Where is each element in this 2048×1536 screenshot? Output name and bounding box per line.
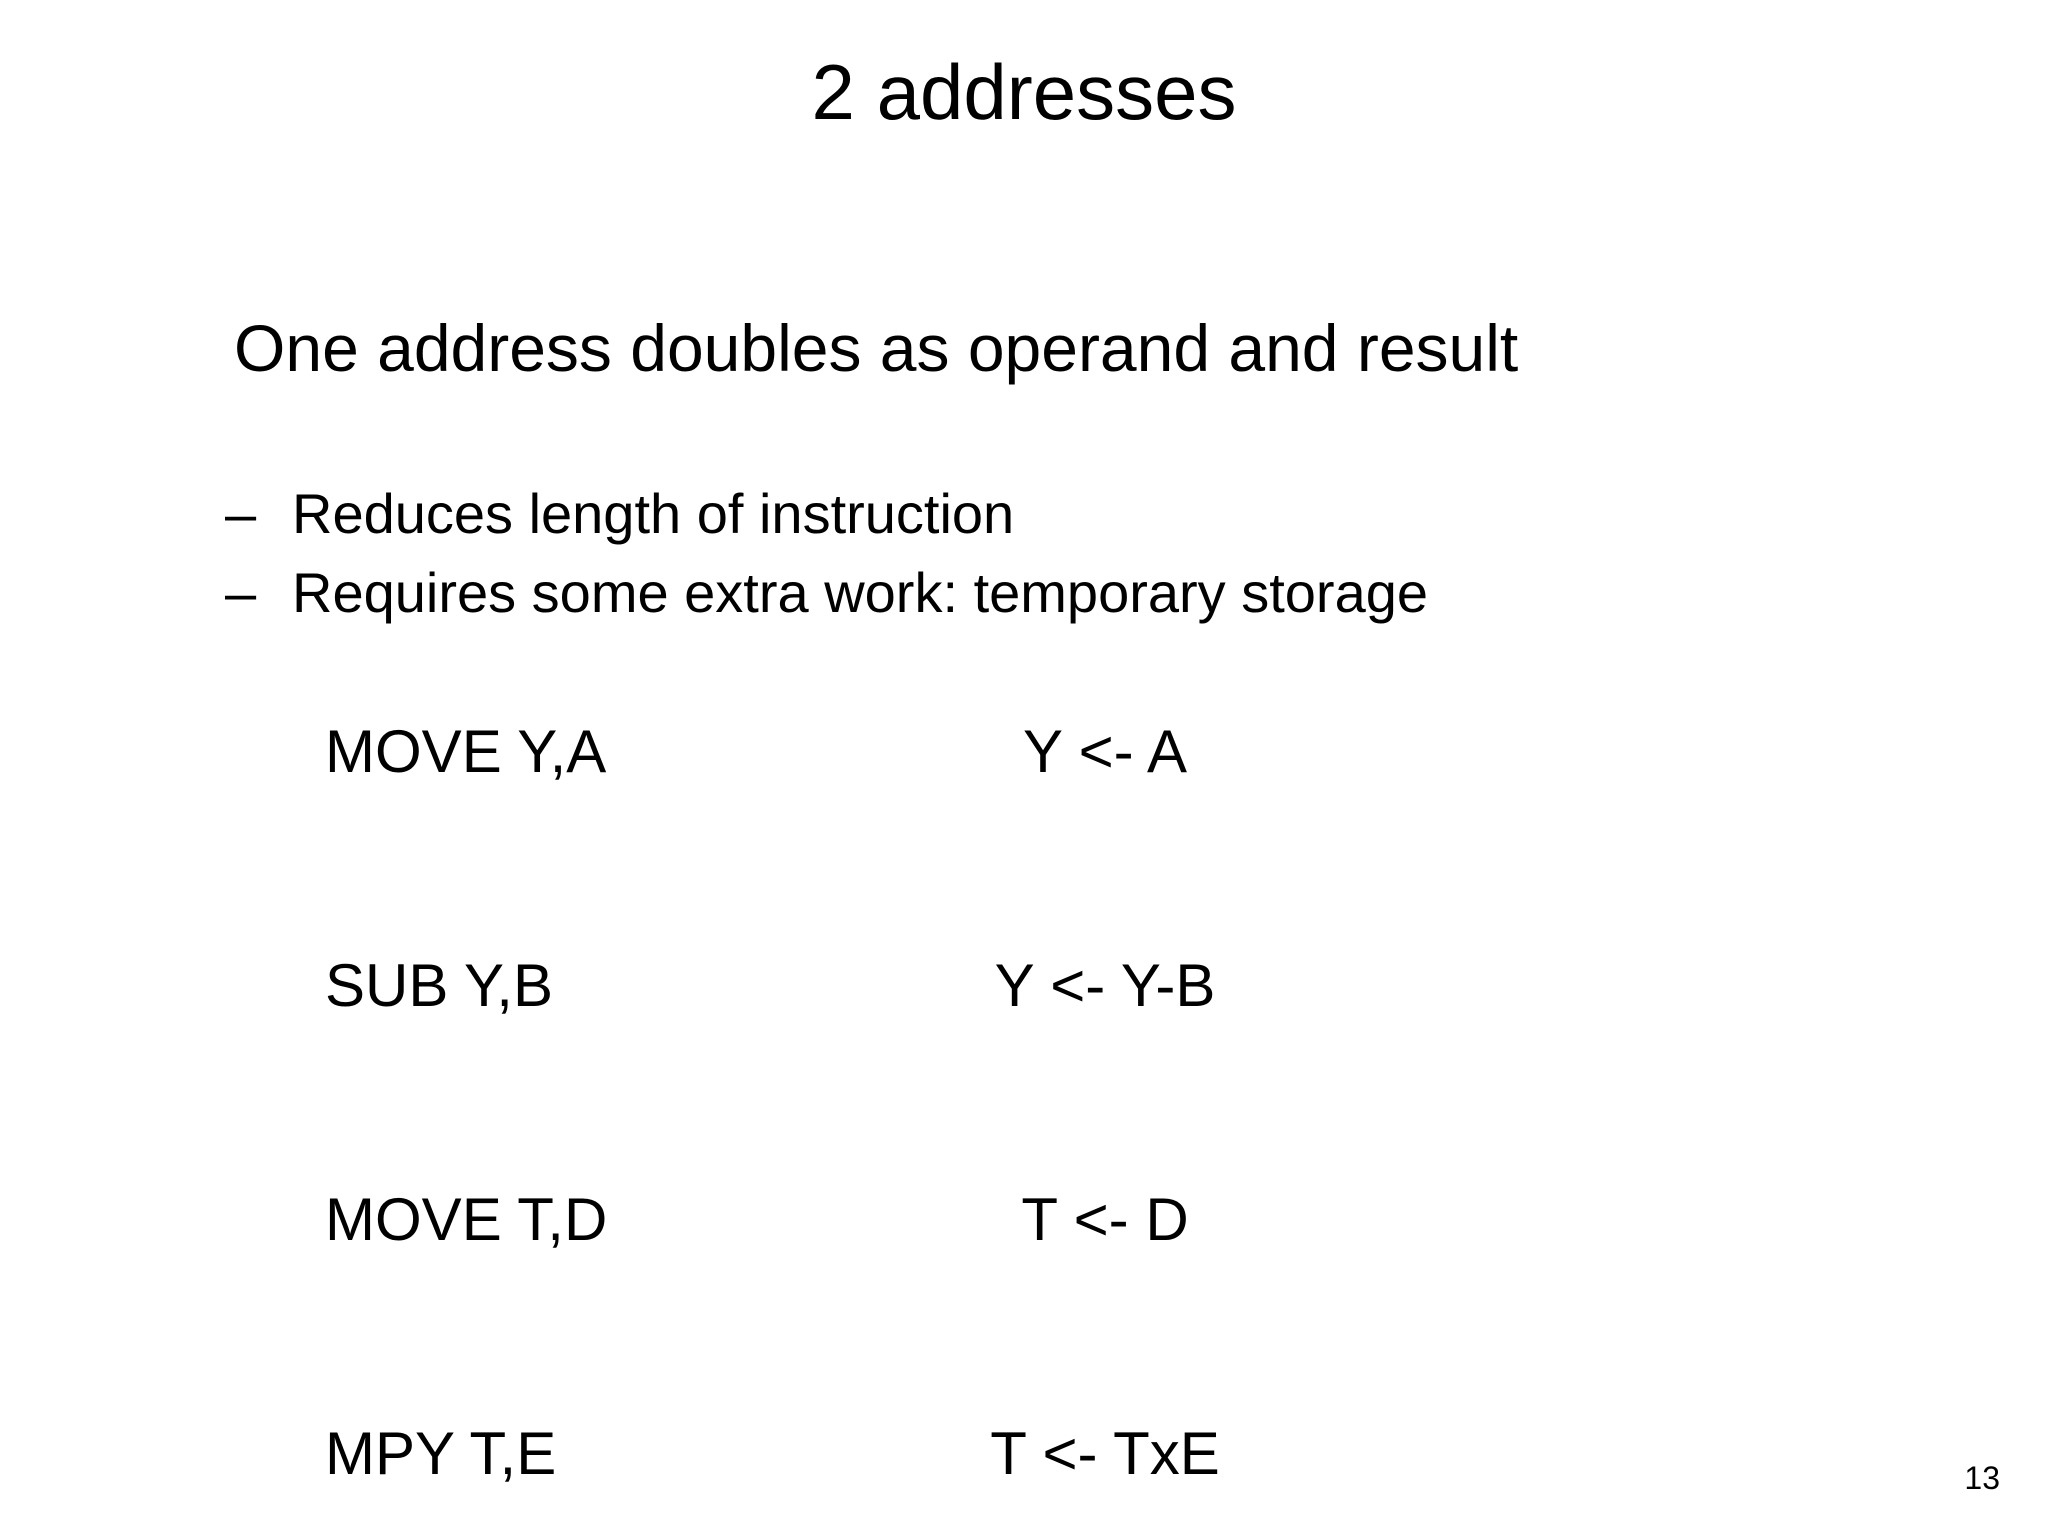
instruction-mnemonic: MOVE Y,A — [325, 718, 607, 786]
page-number: 13 — [1964, 1460, 2000, 1496]
bullet-level2-reduces-length: – Reduces length of instruction — [0, 478, 2048, 551]
dash-bullet-icon: – — [225, 560, 257, 624]
bullet-level2-label: Reduces length of instruction — [292, 481, 1015, 545]
instruction-effect: T <- D — [1021, 1186, 1189, 1254]
instruction-effect: Y <- Y-B — [994, 952, 1216, 1020]
bullet-level1-label: One address doubles as operand and resul… — [234, 310, 1519, 385]
instruction-effect: T <- TxE — [990, 1420, 1220, 1488]
instruction-mnemonic: SUB Y,B — [325, 952, 553, 1020]
page-title: 2 addresses — [811, 48, 1237, 136]
instruction-row: MOVE T,D T <- D — [0, 1103, 2048, 1337]
slide-body: One address doubles as operand and resul… — [0, 238, 2048, 1536]
instruction-row: SUB Y,B Y <- Y-B — [0, 869, 2048, 1103]
instruction-mnemonic: MOVE T,D — [325, 1186, 608, 1254]
instruction-row: MPY T,E T <- TxE — [0, 1337, 2048, 1536]
instruction-mnemonic: MPY T,E — [325, 1420, 557, 1488]
instruction-row: MOVE Y,A Y <- A — [0, 635, 2048, 869]
bullet-level1-operand-result: One address doubles as operand and resul… — [0, 238, 2048, 460]
dash-bullet-icon: – — [225, 481, 257, 545]
instruction-effect: Y <- A — [1023, 718, 1188, 786]
bullet-level2-extra-work: – Requires some extra work: temporary st… — [0, 557, 2048, 630]
bullet-level2-label: Requires some extra work: temporary stor… — [292, 560, 1428, 624]
